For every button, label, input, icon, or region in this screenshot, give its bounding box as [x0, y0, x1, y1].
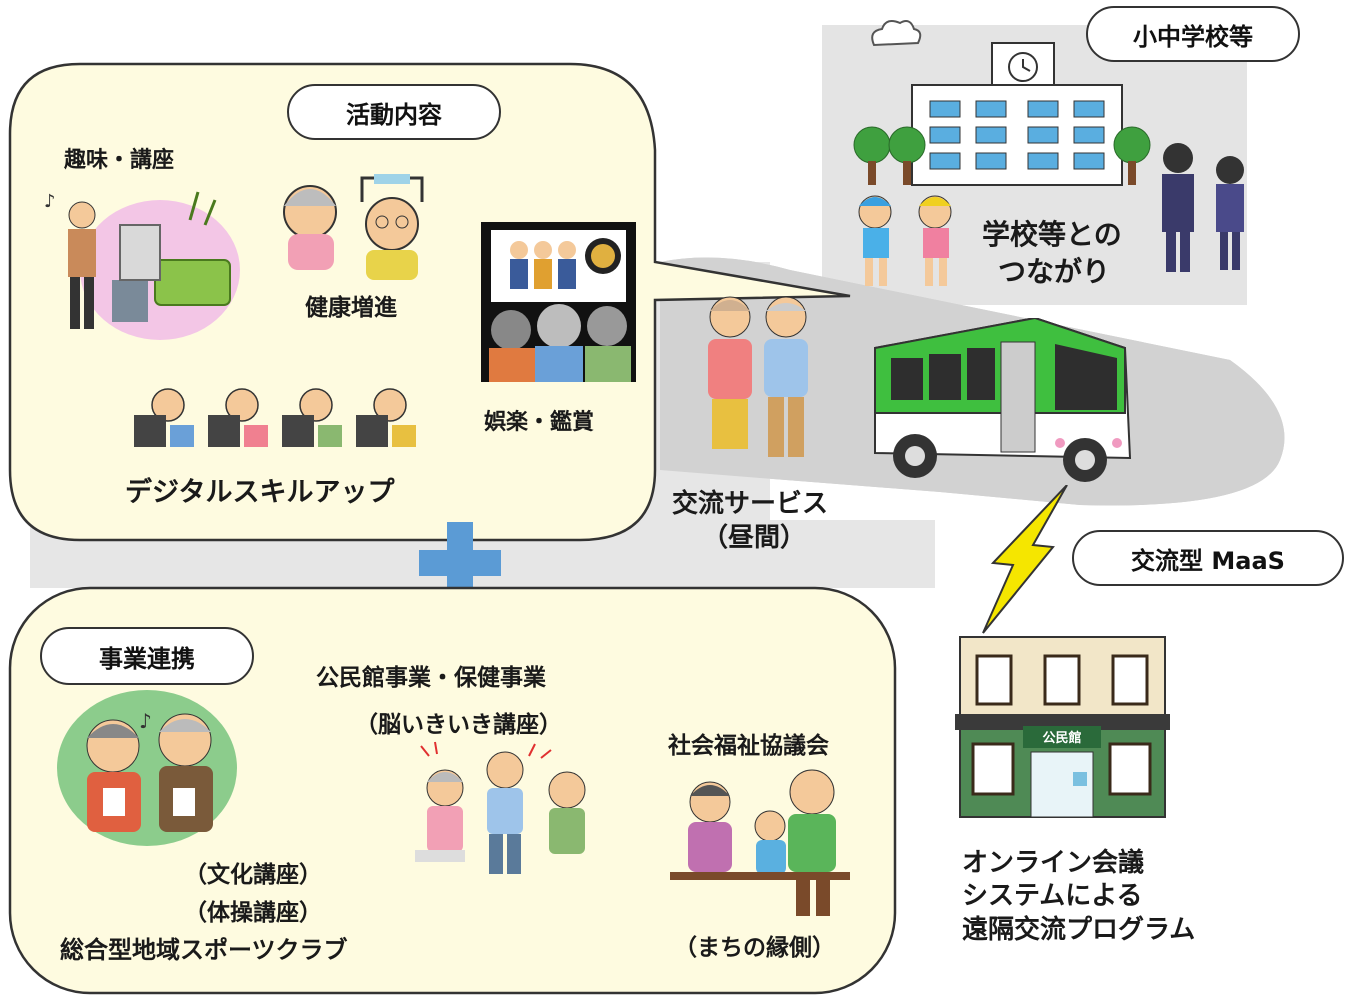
- hobby-label: 趣味・講座: [64, 148, 175, 173]
- digital-illustration: [134, 388, 416, 447]
- digital-label: デジタルスキルアップ: [125, 477, 395, 508]
- elderly-couple-illustration: [708, 296, 808, 457]
- students-illustration: [1162, 143, 1244, 272]
- exchange-service-time: （昼間）: [702, 523, 807, 553]
- welfare-sub-label: （まちの縁側）: [674, 935, 835, 961]
- bus-illustration: [874, 318, 1132, 482]
- club-exercise-label: （体操講座）: [184, 900, 322, 926]
- lightning-icon: [982, 485, 1068, 634]
- hall-caption-1: オンライン会議: [962, 848, 1145, 878]
- exchange-service-label: 交流サービス: [672, 489, 829, 519]
- entertainment-label: 娯楽・鑑賞: [484, 410, 595, 435]
- hall-sign: 公民館: [1042, 730, 1081, 746]
- svg-text:♪: ♪: [44, 191, 56, 212]
- club-culture-label: （文化講座）: [184, 862, 322, 888]
- maas-badge: 交流型 MaaS: [1072, 530, 1344, 586]
- school-badge: 小中学校等: [1086, 6, 1300, 62]
- school-caption-2: つながり: [998, 255, 1111, 288]
- svg-text:♪: ♪: [139, 709, 152, 733]
- kominkan-label-2: （脳いきいき講座）: [355, 712, 562, 738]
- community-hall-illustration: 公民館: [955, 636, 1170, 818]
- kominkan-label-1: 公民館事業・保健事業: [316, 665, 546, 691]
- club-name-label: 総合型地域スポーツクラブ: [60, 936, 348, 964]
- hobby-illustration: ♪: [44, 191, 240, 340]
- health-illustration: [283, 174, 424, 280]
- sports-club-illustration: ♪: [57, 690, 237, 846]
- partnership-badge: 事業連携: [40, 627, 254, 685]
- hall-caption-2: システムによる: [962, 881, 1143, 911]
- welfare-illustration: [670, 769, 850, 916]
- hall-caption-3: 遠隔交流プログラム: [962, 915, 1196, 945]
- activities-badge: 活動内容: [287, 84, 501, 140]
- school-illustration: [853, 20, 1151, 186]
- theater-illustration: [481, 222, 636, 382]
- children-illustration: [858, 195, 952, 286]
- welfare-label: 社会福祉協議会: [668, 733, 829, 759]
- health-label: 健康増進: [305, 295, 397, 321]
- school-caption-1: 学校等との: [982, 218, 1122, 251]
- brain-class-illustration: [415, 741, 586, 874]
